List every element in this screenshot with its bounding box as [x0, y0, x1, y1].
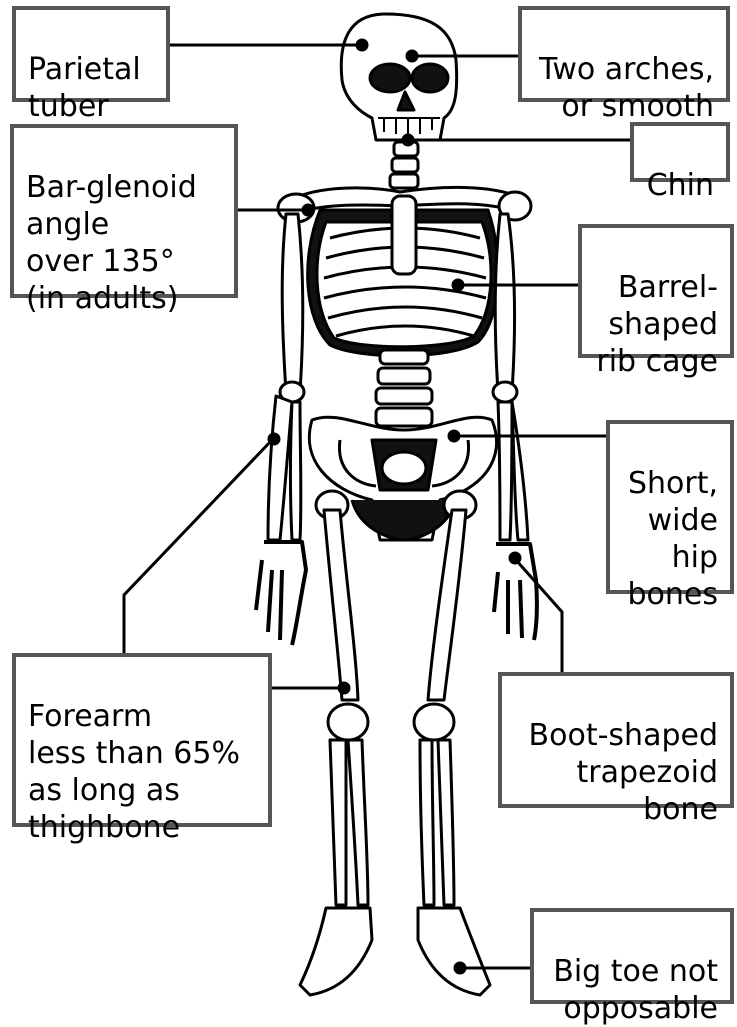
label-bar-glenoid: Bar-glenoid angle over 135° (in adults): [10, 124, 238, 298]
label-big-toe-text: Big toe not opposable: [553, 954, 718, 1026]
label-forearm-text: Forearm less than 65% as long as thighbo…: [28, 699, 240, 845]
dot-forearm-1: [269, 434, 279, 444]
label-two-arches: Two arches, or smooth: [518, 6, 730, 102]
dot-two-arches: [407, 51, 417, 61]
label-bar-glenoid-text: Bar-glenoid angle over 135° (in adults): [26, 170, 197, 316]
label-barrel-rib-cage: Barrel- shaped rib cage: [578, 224, 734, 358]
leg-right: [414, 491, 490, 995]
label-big-toe: Big toe not opposable: [530, 908, 734, 1004]
label-chin-text: Chin: [647, 168, 714, 203]
dot-bar-glenoid: [303, 205, 313, 215]
label-barrel-rib-cage-text: Barrel- shaped rib cage: [596, 270, 718, 379]
arm-left: [256, 214, 306, 645]
leg-left: [300, 491, 372, 995]
label-boot-trapezoid: Boot-shaped trapezoid bone: [498, 672, 734, 808]
dot-big-toe: [455, 963, 465, 973]
label-chin: Chin: [630, 122, 730, 182]
label-short-hip-bones: Short, wide hip bones: [606, 420, 734, 594]
dot-parietal-tuber: [357, 40, 367, 50]
label-two-arches-text: Two arches, or smooth: [539, 52, 714, 124]
label-short-hip-bones-text: Short, wide hip bones: [628, 466, 719, 612]
label-parietal-tuber: Parietal tuber: [12, 6, 170, 102]
rib-cage: [308, 196, 499, 356]
lumbar-spine: [376, 350, 432, 426]
label-forearm: Forearm less than 65% as long as thighbo…: [12, 653, 272, 827]
dot-boot-trapezoid: [510, 553, 520, 563]
dot-short-hip-bones: [449, 431, 459, 441]
dot-chin: [403, 135, 413, 145]
cervical-spine: [390, 142, 418, 188]
leader-forearm-1: [124, 440, 272, 653]
dot-forearm-2: [339, 683, 349, 693]
dot-barrel-rib-cage: [453, 280, 463, 290]
skull: [341, 14, 456, 140]
